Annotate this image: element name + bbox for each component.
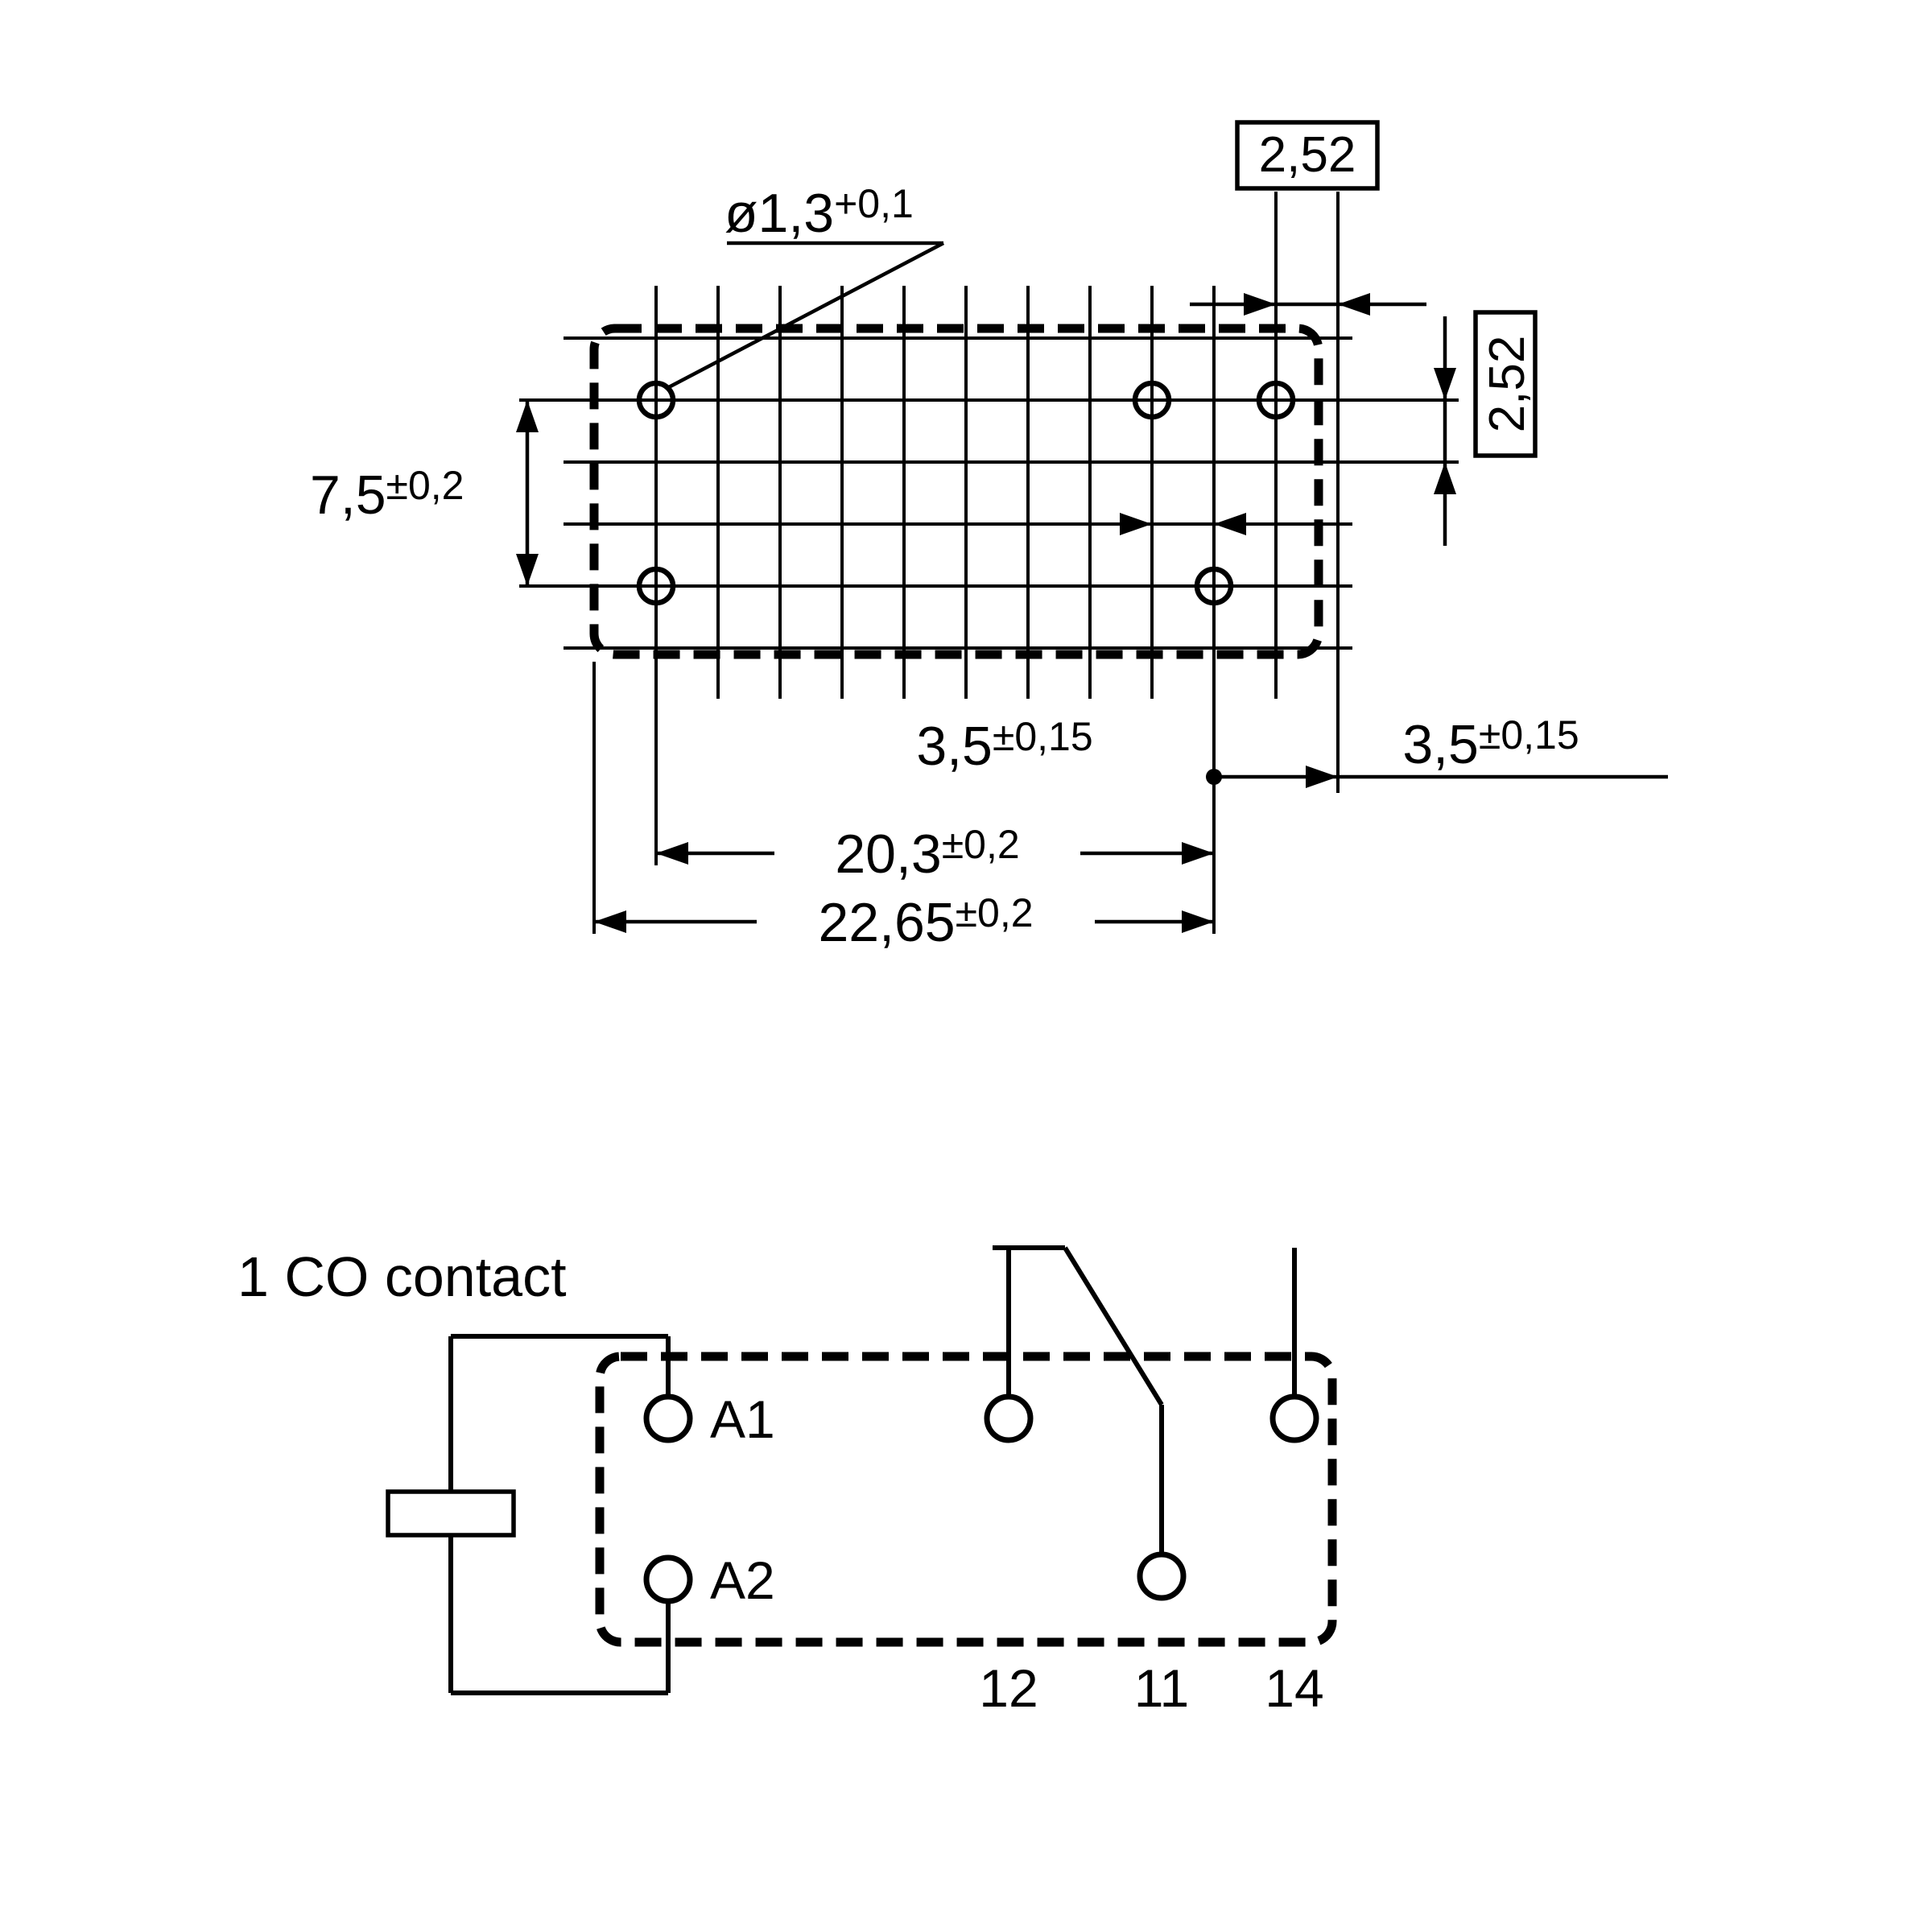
label-a2: A2: [710, 1550, 775, 1610]
footprint-drilling-plan: ø1,3+0,1 2,52 2,52 7,5±0,2: [310, 120, 1668, 953]
terminals: [643, 1393, 1319, 1604]
pitch-horizontal-frame: [1235, 120, 1380, 191]
terminal-11: [1137, 1551, 1187, 1601]
coil-circuit: [386, 1334, 671, 1695]
contact-circuit: [993, 1245, 1297, 1554]
arrowhead: [516, 400, 539, 432]
wiring-diagram: 1 CO contact: [237, 1245, 1337, 1718]
dim-pitch-horizontal: 2,52: [1190, 120, 1426, 316]
pitch-vertical-label: 2,52: [1480, 336, 1535, 433]
arrowhead: [1306, 766, 1338, 788]
dim-22-65-label: 22,65±0,2: [818, 890, 1033, 953]
hole-diameter-label: ø1,3+0,1: [724, 181, 914, 244]
relay-outline-schematic: [595, 1352, 1337, 1647]
pitch-horizontal-label: 2,52: [1259, 127, 1356, 183]
arrowhead: [1338, 293, 1370, 316]
arrowhead: [656, 842, 688, 865]
dim-3-5-center-label: 3,5±0,15: [916, 714, 1092, 777]
mounting-hole-a2: [636, 566, 676, 606]
schematic-title: 1 CO contact: [237, 1245, 567, 1308]
label-14: 14: [1265, 1658, 1323, 1718]
arrowhead: [1120, 513, 1152, 535]
mounting-holes: [636, 380, 1296, 606]
dim-3-5-center: 3,5±0,15: [916, 513, 1246, 777]
arrowhead: [594, 910, 626, 933]
terminal-a1: [643, 1393, 693, 1443]
terminal-12: [984, 1393, 1034, 1443]
mounting-hole-11: [1194, 566, 1234, 606]
arrowhead: [516, 554, 539, 586]
grid-lines: [519, 192, 1459, 934]
contact-blade: [1063, 1246, 1164, 1406]
terminal-14: [1269, 1393, 1319, 1443]
coil-symbol: [386, 1489, 516, 1538]
dim-3-5-right: 3,5±0,15: [1206, 712, 1668, 788]
dim-height-7-5: 7,5±0,2: [310, 400, 539, 586]
dimension-origin-dot: [1206, 769, 1222, 785]
arrowhead: [1214, 513, 1246, 535]
arrowhead: [1434, 462, 1456, 494]
dim-20-3: 20,3±0,2: [656, 822, 1214, 885]
dim-20-3-label: 20,3±0,2: [835, 822, 1019, 885]
dim-3-5-right-label: 3,5±0,15: [1402, 712, 1579, 775]
terminal-labels: A1 A2 12 11 14: [710, 1389, 1324, 1718]
dim-22-65: 22,65±0,2: [594, 890, 1214, 953]
arrowhead: [1182, 910, 1214, 933]
mounting-hole-a1: [636, 380, 676, 420]
arrowhead: [1434, 368, 1456, 400]
terminal-a2: [643, 1554, 693, 1604]
arrowhead: [1182, 842, 1214, 865]
arrowhead: [1244, 293, 1276, 316]
label-12: 12: [979, 1658, 1038, 1718]
mounting-hole-12: [1132, 380, 1172, 420]
label-11: 11: [1134, 1658, 1190, 1718]
mounting-hole-14: [1256, 380, 1296, 420]
label-a1: A1: [710, 1389, 775, 1449]
relay-outline-footprint: [589, 324, 1323, 659]
pitch-vertical-frame: [1473, 310, 1538, 458]
dim-pitch-vertical: 2,52: [1434, 310, 1538, 546]
dim-hole-diameter: ø1,3+0,1: [664, 181, 945, 390]
dim-7-5-label: 7,5±0,2: [310, 463, 464, 526]
